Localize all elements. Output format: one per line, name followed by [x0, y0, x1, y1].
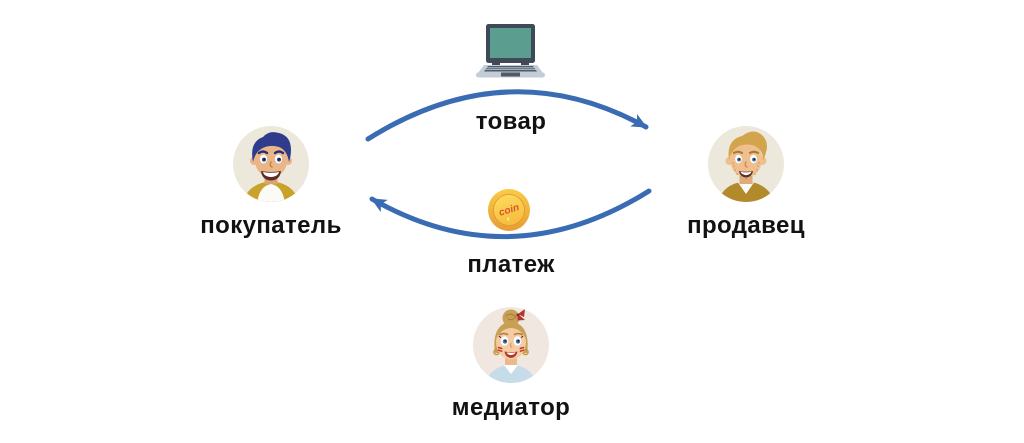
gold-coin-icon: coin	[488, 189, 530, 231]
goods-flow-label: товар	[475, 108, 547, 135]
seller-label: продавец	[687, 212, 805, 239]
seller-avatar-icon	[708, 126, 784, 202]
payment-flow-label: платеж	[467, 251, 555, 278]
buyer-label: покупатель	[200, 212, 342, 239]
buyer-avatar-icon	[233, 126, 309, 202]
mediator-label: медиатор	[451, 394, 571, 421]
goods-arrow	[365, 89, 649, 142]
payment-arrow	[369, 188, 652, 239]
laptop-icon	[476, 24, 545, 78]
mediator-avatar-icon	[473, 307, 549, 383]
